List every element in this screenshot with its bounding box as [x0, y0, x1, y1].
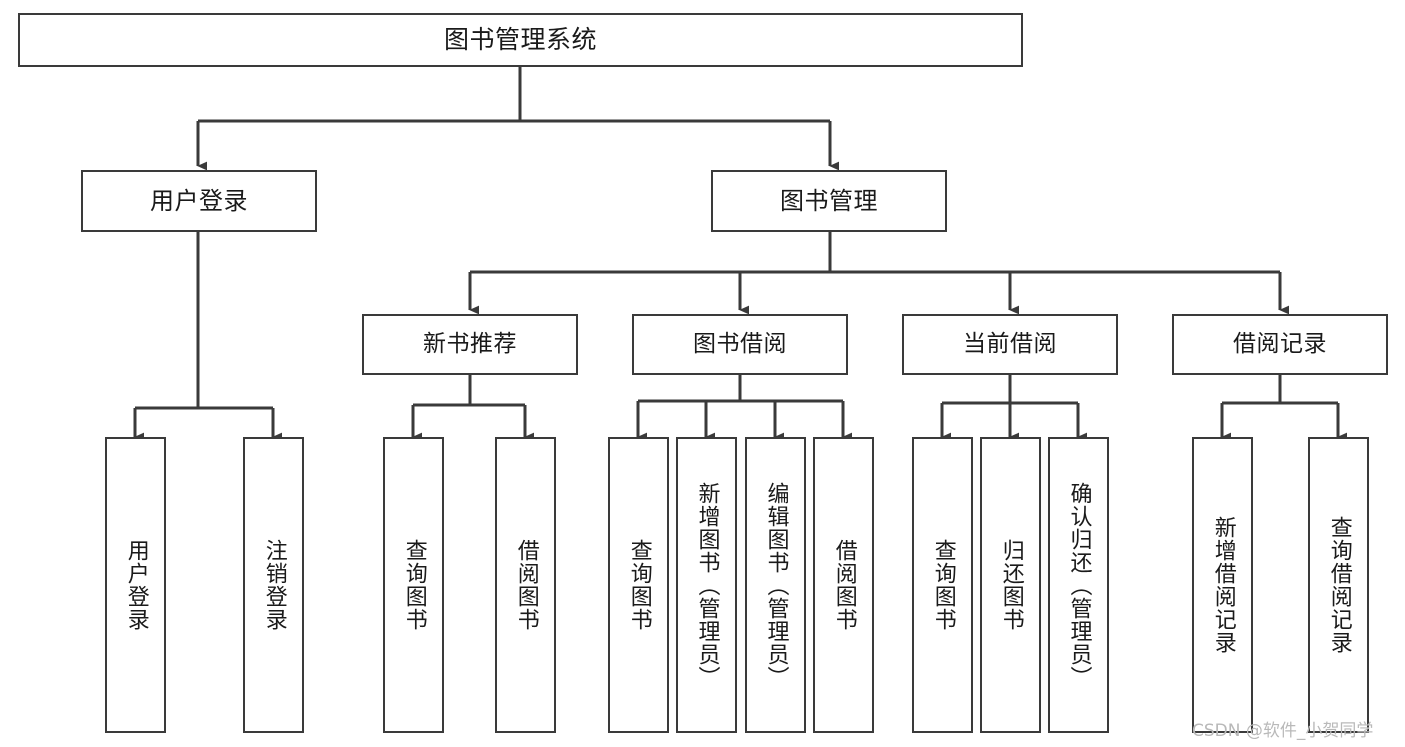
leaf-user-login-login[interactable]: 用户登录 [105, 437, 166, 733]
node-label: 查询图书 [401, 539, 427, 631]
node-borrowing-record[interactable]: 借阅记录 [1172, 314, 1388, 375]
node-label: 查询图书 [930, 539, 956, 631]
node-label: 用户登录 [150, 186, 248, 215]
leaf-book-borrow-add-book-admin[interactable]: 新增图书（管理员） [676, 437, 737, 733]
node-label: 借阅图书 [831, 539, 857, 631]
leaf-current-borrow-return-book[interactable]: 归还图书 [980, 437, 1041, 733]
leaf-new-book-query-book[interactable]: 查询图书 [383, 437, 444, 733]
node-label: 查询借阅记录 [1326, 516, 1352, 654]
node-label: 借阅图书 [513, 539, 539, 631]
node-label: 归还图书 [998, 539, 1024, 631]
node-label: 图书管理系统 [443, 25, 597, 55]
leaf-user-login-logout[interactable]: 注销登录 [243, 437, 304, 733]
node-label: 当前借阅 [963, 330, 1057, 357]
leaf-book-borrow-edit-book-admin[interactable]: 编辑图书（管理员） [745, 437, 806, 733]
leaf-book-borrow-borrow-book[interactable]: 借阅图书 [813, 437, 874, 733]
node-label: 查询图书 [626, 539, 652, 631]
leaf-borrow-record-add-record[interactable]: 新增借阅记录 [1192, 437, 1253, 733]
leaf-current-borrow-confirm-return-admin[interactable]: 确认归还（管理员） [1048, 437, 1109, 733]
node-label: 编辑图书（管理员） [763, 481, 789, 689]
node-user-login[interactable]: 用户登录 [81, 170, 317, 232]
node-new-book-recommendation[interactable]: 新书推荐 [362, 314, 578, 375]
node-root-book-management-system[interactable]: 图书管理系统 [18, 13, 1023, 67]
leaf-book-borrow-query-book[interactable]: 查询图书 [608, 437, 669, 733]
node-book-management[interactable]: 图书管理 [711, 170, 947, 232]
node-label: 新增图书（管理员） [694, 481, 720, 689]
leaf-new-book-borrow-book[interactable]: 借阅图书 [495, 437, 556, 733]
node-label: 用户登录 [123, 539, 149, 631]
leaf-borrow-record-query-record[interactable]: 查询借阅记录 [1308, 437, 1369, 733]
leaf-current-borrow-query-book[interactable]: 查询图书 [912, 437, 973, 733]
node-label: 注销登录 [261, 539, 287, 631]
node-label: 确认归还（管理员） [1066, 481, 1092, 689]
node-label: 图书借阅 [693, 330, 787, 357]
node-label: 借阅记录 [1233, 330, 1327, 357]
node-label: 新书推荐 [423, 330, 517, 357]
node-book-borrowing[interactable]: 图书借阅 [632, 314, 848, 375]
node-label: 新增借阅记录 [1210, 516, 1236, 654]
node-label: 图书管理 [780, 186, 878, 215]
csdn-watermark: CSDN @软件_小贺同学 [1192, 721, 1374, 741]
node-current-borrowing[interactable]: 当前借阅 [902, 314, 1118, 375]
